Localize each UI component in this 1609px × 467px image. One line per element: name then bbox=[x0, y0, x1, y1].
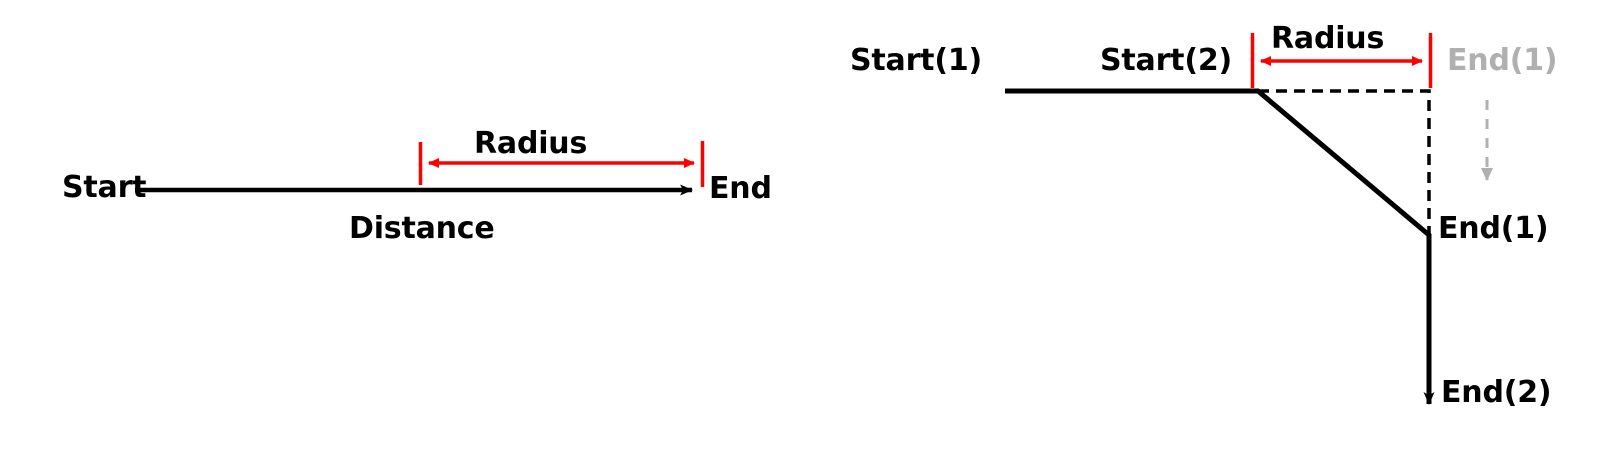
right-diagram-group bbox=[1005, 33, 1493, 405]
label-distance: Distance bbox=[349, 211, 495, 246]
label-radius-left: Radius bbox=[474, 126, 588, 161]
label-end-1-ghost: End(1) bbox=[1447, 43, 1558, 78]
label-start-1: Start(1) bbox=[850, 43, 983, 78]
label-radius-right: Radius bbox=[1271, 21, 1385, 56]
label-end: End bbox=[709, 171, 772, 206]
label-end-1: End(1) bbox=[1438, 211, 1549, 246]
label-start: Start bbox=[62, 170, 147, 205]
original-corner-dashed-path bbox=[1258, 89, 1431, 235]
left-diagram-group bbox=[135, 141, 705, 196]
cornered-path-solid bbox=[1005, 88, 1435, 405]
label-start-2: Start(2) bbox=[1100, 43, 1233, 78]
label-end-2: End(2) bbox=[1441, 375, 1552, 410]
